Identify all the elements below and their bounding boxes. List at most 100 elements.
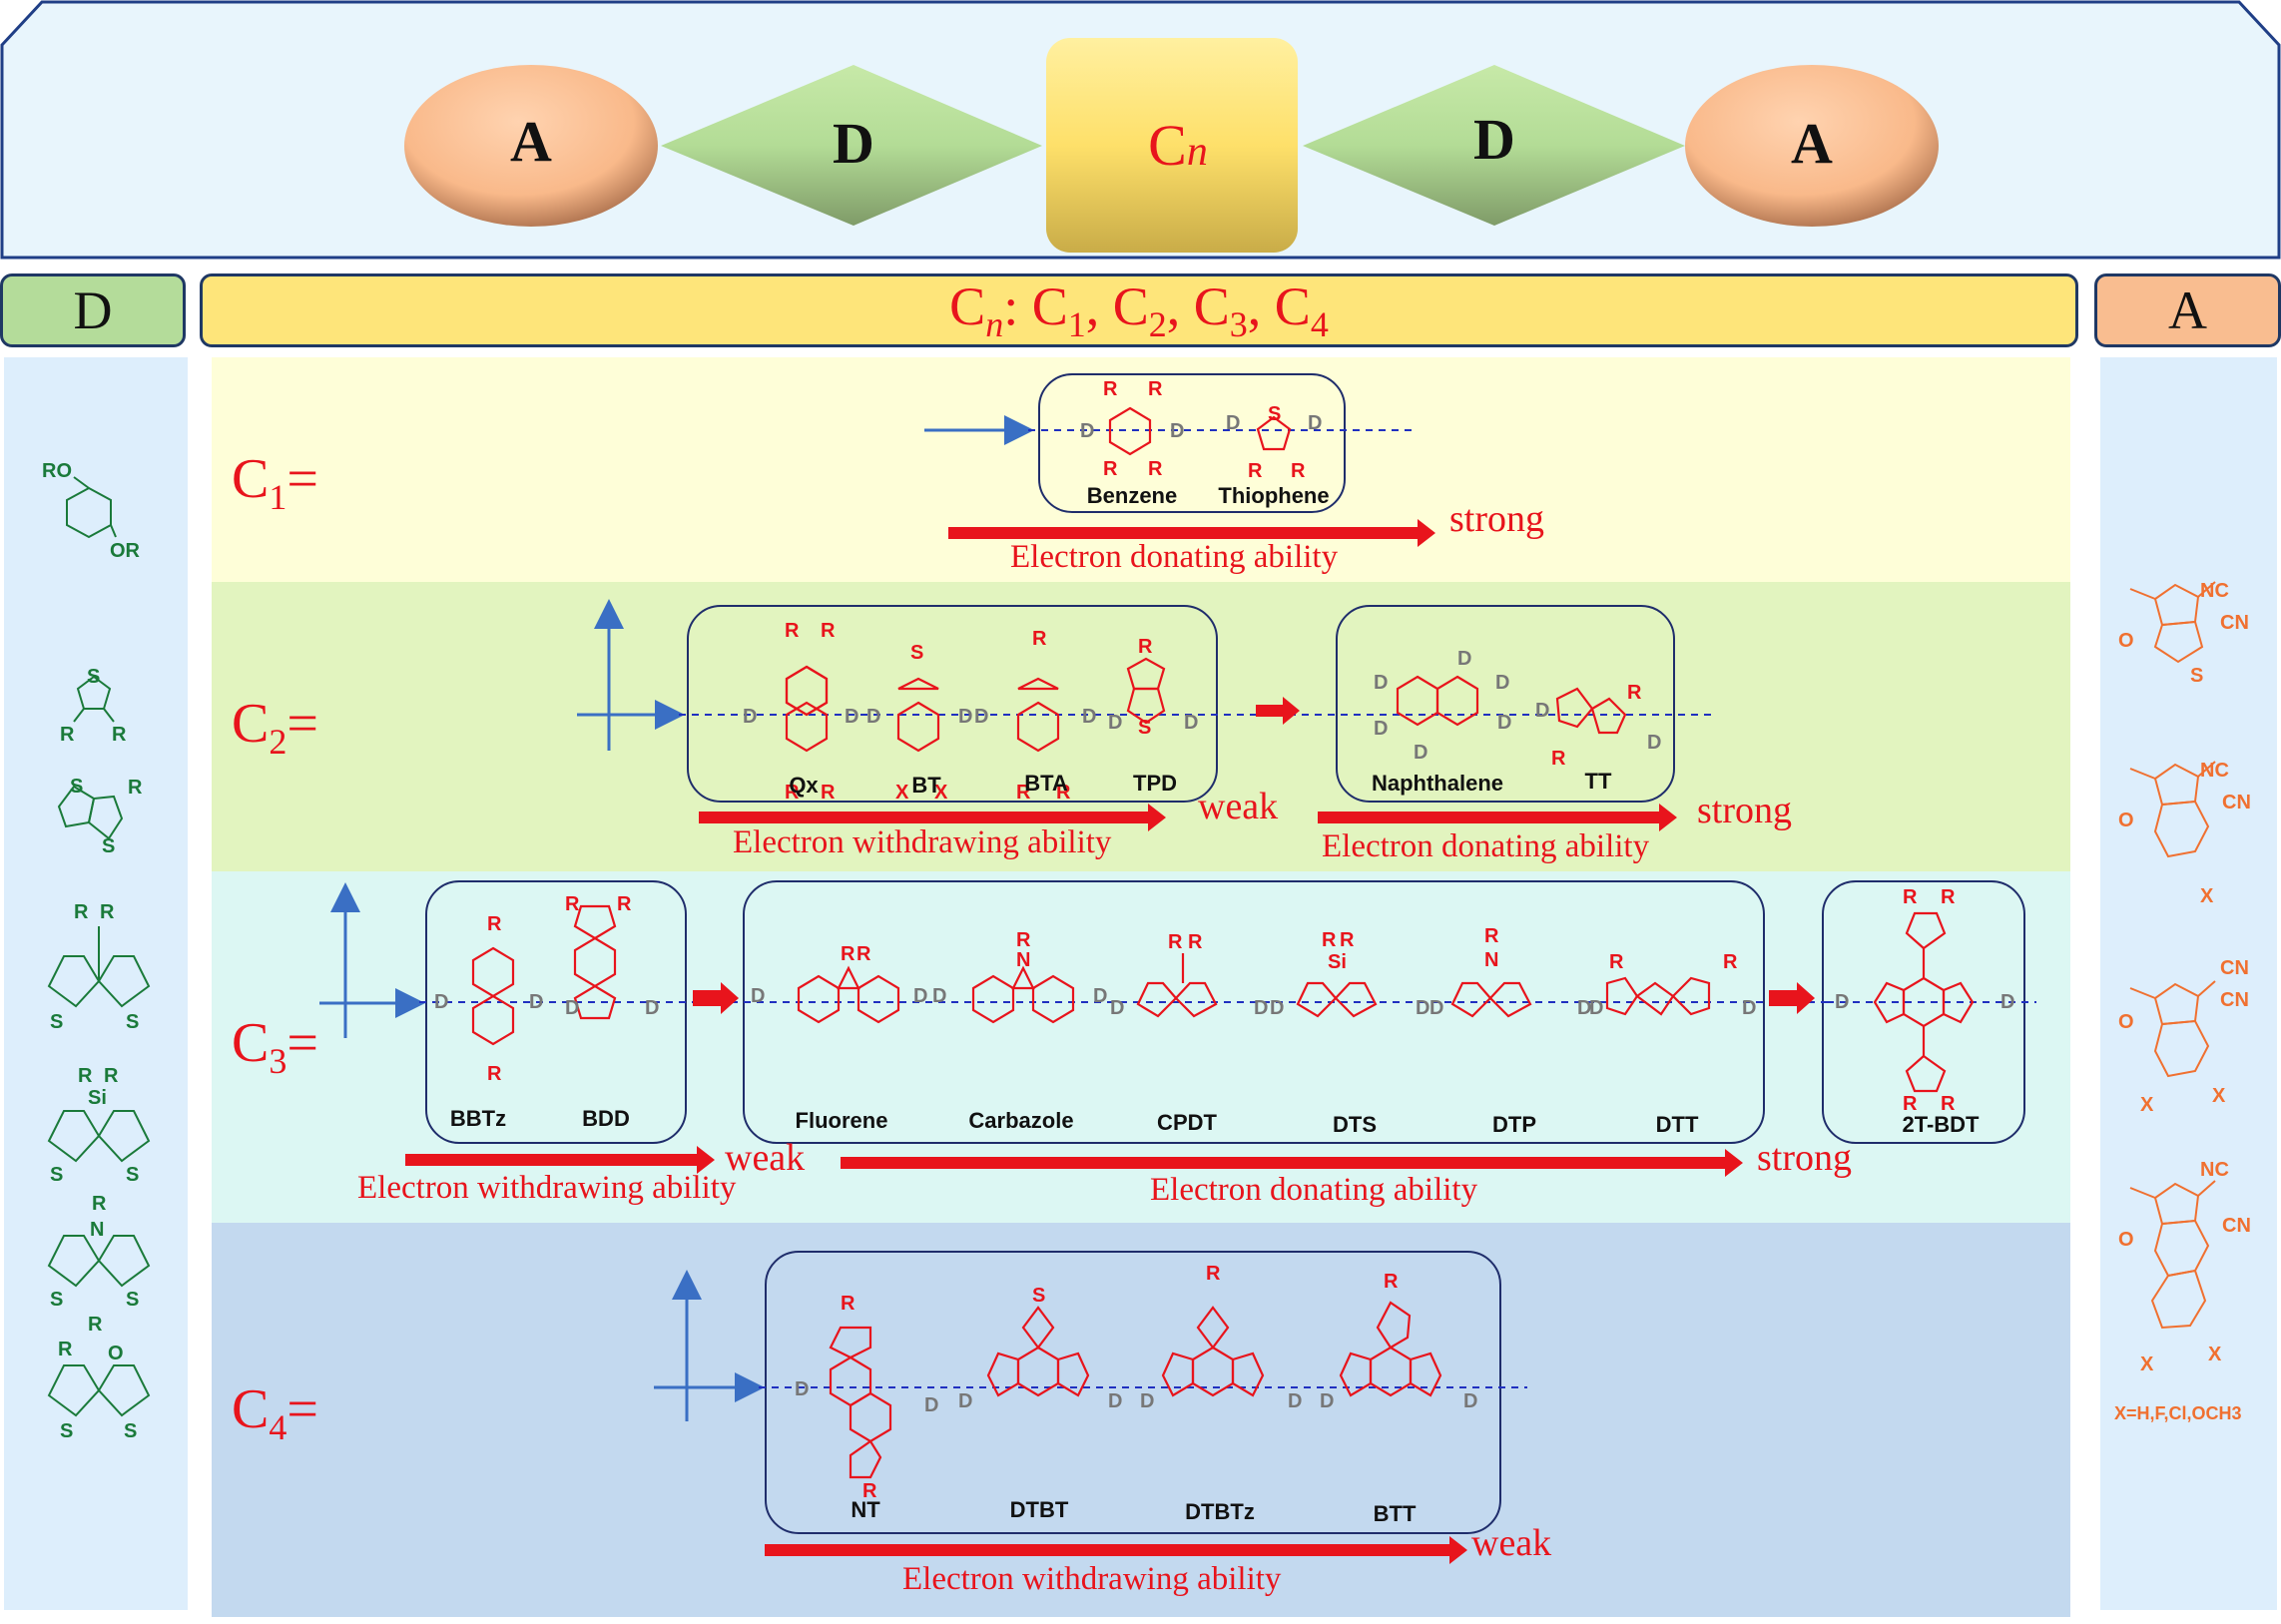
atom-label: X — [2212, 1085, 2226, 1107]
core-label-main: C — [1148, 113, 1187, 178]
atom-label: S — [60, 1420, 73, 1442]
molecule-name: 2T-BDT — [1902, 1112, 1980, 1137]
atom-label: R — [74, 901, 89, 923]
c2-trend-end-label-2: strong — [1697, 790, 1792, 831]
atom-label: R — [78, 1065, 93, 1087]
acceptor-header: A — [2094, 273, 2281, 347]
donor-shape-left — [661, 65, 1042, 226]
acceptor-unit-2-ring — [2129, 761, 2216, 858]
atom-label: X — [2208, 1344, 2222, 1365]
c3-trend-caption-2: Electron donating ability — [1150, 1172, 1478, 1208]
c4-trend-caption: Electron withdrawing ability — [902, 1561, 1282, 1597]
molecule-name: Thiophene — [1218, 483, 1330, 508]
c3-trend-caption-1: Electron withdrawing ability — [357, 1170, 737, 1206]
atom-label: S — [126, 1164, 139, 1186]
atom-label: S — [70, 776, 83, 798]
c4-trend-end-label: weak — [1471, 1522, 1552, 1564]
atom-label: X — [2140, 1094, 2154, 1116]
molecule-name: Fluorene — [795, 1108, 888, 1133]
molecule-name: Qx — [789, 773, 819, 798]
atom-label: NC — [2200, 580, 2229, 602]
atom-label: R — [92, 1193, 107, 1215]
atom-label: R — [58, 1339, 73, 1360]
banner-donor-right-label: D — [1473, 107, 1515, 172]
row-c2-label: C2= — [232, 693, 318, 763]
atom-label: S — [126, 1011, 139, 1033]
molecule-name: BTA — [1024, 771, 1068, 796]
atom-label: X — [2140, 1353, 2154, 1375]
banner-donor-left-label: D — [833, 111, 874, 176]
atom-label: O — [2118, 1011, 2134, 1033]
c3-trend-end-label-1: weak — [725, 1137, 806, 1179]
atom-label: R — [88, 1314, 103, 1336]
c2-trend-caption-1: Electron withdrawing ability — [733, 824, 1112, 860]
acceptor-column — [2100, 357, 2277, 1610]
row-c4-label: C4= — [232, 1378, 318, 1448]
acceptor-structures: NC CN O S NC CN O X CN CN O X X NC CN O … — [2118, 580, 2251, 1375]
c3-trend-end-label-2: strong — [1757, 1137, 1852, 1179]
atom-label: S — [124, 1420, 137, 1442]
acceptor-shape-right — [1685, 65, 1939, 227]
banner-acceptor-left-label: A — [510, 109, 552, 174]
atom-label: R — [60, 724, 75, 746]
molecule-name: TT — [1584, 769, 1612, 794]
molecule-name: DTBTz — [1185, 1499, 1255, 1524]
molecule-name: BT — [911, 773, 941, 798]
c3-strong-donor-group-box — [1822, 880, 2025, 1144]
donor-unit-7-ring — [47, 1364, 151, 1417]
row-c3-label: C3= — [232, 1012, 318, 1082]
atom-label: N — [90, 1219, 104, 1241]
banner-acceptor-right-label: A — [1791, 111, 1833, 176]
atom-label: O — [2118, 1229, 2134, 1251]
donor-unit-6-ring — [47, 1235, 151, 1288]
molecule-name: CPDT — [1157, 1110, 1217, 1135]
molecule-name: NT — [851, 1497, 880, 1522]
core-header: Cn: C1, C2, C3, C4 — [200, 273, 2078, 347]
atom-label: R — [112, 724, 127, 746]
row-c1-label: C1= — [232, 448, 318, 518]
c2-acceptor-group-box — [687, 605, 1218, 803]
molecule-name: Naphthalene — [1371, 771, 1504, 796]
molecule-name: BTT — [1373, 1501, 1417, 1526]
atom-label: O — [2118, 810, 2134, 831]
atom-label: S — [126, 1289, 139, 1311]
donor-shape-right — [1303, 65, 1685, 226]
c1-trend-end-label: strong — [1449, 498, 1544, 540]
acceptor-unit-3-ring — [2129, 980, 2216, 1078]
atom-label: S — [50, 1289, 63, 1311]
atom-label: NC — [2200, 1159, 2229, 1181]
atom-label: R — [128, 777, 143, 799]
molecule-name: DTT — [1655, 1112, 1699, 1137]
atom-label: CN — [2220, 612, 2249, 634]
banner-core-label: Cn — [1118, 112, 1238, 179]
donor-header: D — [0, 273, 186, 347]
atom-label: OR — [110, 540, 141, 562]
atom-label: R — [104, 1065, 119, 1087]
atom-label: S — [50, 1164, 63, 1186]
acceptor-unit-4-ring — [2129, 1180, 2216, 1330]
molecule-name: Benzene — [1086, 483, 1178, 508]
atom-label: S — [102, 835, 115, 857]
molecule-name: DTP — [1492, 1112, 1536, 1137]
row-c1: C1= — [212, 357, 2070, 582]
donor-unit-5-ring — [47, 1110, 151, 1163]
c2-trend-end-label-1: weak — [1198, 786, 1279, 827]
architecture-banner — [0, 0, 2281, 260]
c1-trend-caption: Electron donating ability — [1010, 539, 1339, 575]
acceptor-x-note: X=H,F,Cl,OCH3 — [2114, 1403, 2242, 1423]
core-shape — [1046, 38, 1298, 253]
c3-acceptor-group-box — [425, 880, 687, 1144]
atom-label: CN — [2222, 792, 2251, 813]
acceptor-shape-left — [404, 65, 658, 227]
c2-trend-caption-2: Electron donating ability — [1322, 828, 1650, 864]
donor-unit-1-ring — [66, 486, 112, 539]
molecule-name: DTS — [1333, 1112, 1377, 1137]
atom-label: S — [50, 1011, 63, 1033]
donor-unit-3-ring — [57, 785, 96, 828]
atom-label: X — [2200, 885, 2214, 907]
atom-label: O — [108, 1343, 124, 1364]
atom-label: CN — [2222, 1215, 2251, 1237]
c4-group-box — [765, 1251, 1501, 1534]
atom-label: Si — [88, 1087, 107, 1109]
donor-atom-label: RO — [42, 460, 72, 482]
